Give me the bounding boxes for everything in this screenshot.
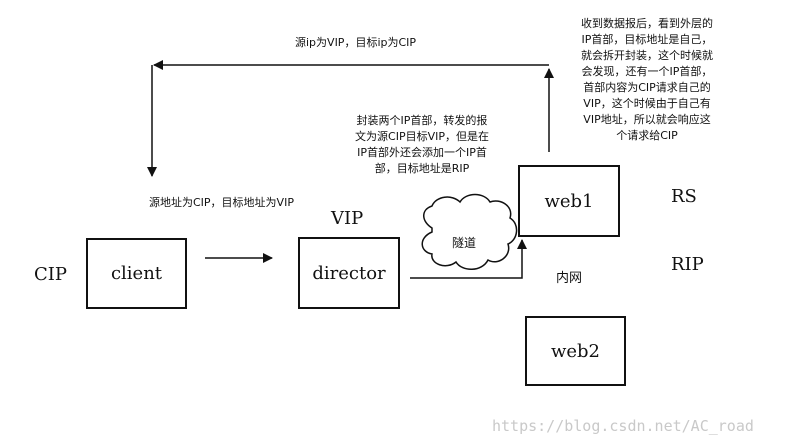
tunnel-cloud [421, 193, 518, 270]
web2-node-label: web2 [550, 340, 601, 362]
cip-label: CIP [34, 264, 67, 285]
web1-receive-note-line: VIP，这个时候由于自己有 [583, 97, 711, 110]
web1-receive-note-line: IP首部，目标地址是自己， [581, 33, 713, 46]
encapsulation-note-line: IP首部外还会添加一个IP首 [357, 146, 487, 159]
client-node-label: client [110, 263, 163, 284]
web1-receive-note-line: 会发现，还有一个IP首部， [581, 65, 713, 78]
intranet-label: 内网 [556, 271, 583, 286]
encapsulation-note-line: 文为源CIP目标VIP，但是在 [355, 130, 489, 143]
director-node: director [298, 237, 400, 309]
director-to-web1-arrow [410, 239, 527, 279]
web2-node: web2 [525, 316, 626, 386]
tunnel-label: 隧道 [452, 236, 477, 250]
return-path-caption: 源ip为VIP，目标ip为CIP [295, 36, 417, 49]
client-packet-caption: 源地址为CIP，目标地址为VIP [149, 196, 294, 209]
web1-node-label: web1 [544, 190, 594, 212]
web1-receive-note-line: 首部内容为CIP请求自己的 [583, 81, 711, 94]
director-node-label: director [312, 262, 386, 284]
web1-receive-note: 收到数据报后，看到外层的 IP首部，目标地址是自己， 就会拆开封装，这个时候就 … [564, 16, 730, 144]
watermark: https://blog.csdn.net/AC_road [492, 417, 754, 435]
encapsulation-note: 封装两个IP首部，转发的报 文为源CIP目标VIP，但是在 IP首部外还会添加一… [342, 113, 502, 177]
vip-label: VIP [331, 208, 364, 229]
encapsulation-note-line: 封装两个IP首部，转发的报 [356, 114, 488, 127]
web1-receive-note-line: 收到数据报后，看到外层的 [581, 17, 713, 30]
client-node: client [86, 238, 187, 309]
web1-node: web1 [518, 165, 620, 237]
web1-receive-note-line: 个请求给CIP [616, 129, 678, 142]
web1-receive-note-line: VIP地址，所以就会响应这 [583, 113, 711, 126]
rs-label: RS [671, 186, 697, 207]
rip-label: RIP [671, 254, 704, 275]
encapsulation-note-line: 部，目标地址是RIP [374, 162, 470, 175]
web1-receive-note-line: 就会拆开封装，这个时候就 [581, 49, 713, 62]
